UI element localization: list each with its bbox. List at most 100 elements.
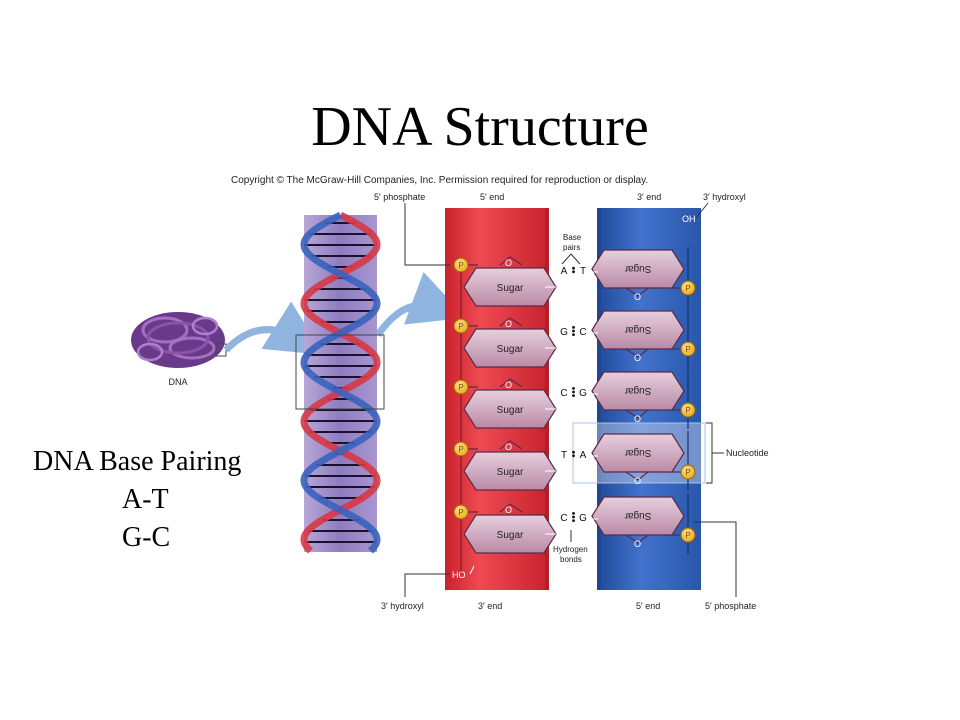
left-base-letter: C [560, 388, 567, 399]
hydrogen-bond-dot [572, 454, 575, 458]
right-sugar [591, 496, 685, 536]
phosphate-icon [680, 341, 696, 357]
hydrogen-bonds-label-2: bonds [560, 555, 582, 564]
sugar-label-flipped: Sugar [624, 324, 651, 335]
phosphate-icon [453, 441, 469, 457]
right-sugar [591, 310, 685, 350]
right-top-end-label: 3′ end [637, 192, 661, 202]
nucleotide-bracket [706, 422, 724, 484]
right-base-letter: G [579, 513, 587, 524]
copyright-notice: Copyright © The McGraw-Hill Companies, I… [231, 175, 649, 186]
right-bottom-phosphate-label: 5′ phosphate [705, 601, 756, 611]
phosphate-label: P [458, 322, 463, 331]
hydrogen-bond-dot [572, 515, 575, 519]
oxygen-label: O [505, 442, 512, 452]
right-bottom-end-label: 5′ end [636, 601, 660, 611]
sugar-label-flipped: Sugar [624, 385, 651, 396]
hydrogen-bond-dot [572, 333, 575, 336]
phosphate-icon [680, 280, 696, 296]
base-pairs-label-2: pairs [563, 243, 580, 252]
left-base-letter: C [560, 513, 567, 524]
phosphate-label: P [685, 468, 690, 477]
phosphate-label: P [458, 383, 463, 392]
hydrogen-bond-dot [572, 387, 575, 390]
oxygen-label: O [634, 414, 641, 424]
base-pairs-label-1: Base [563, 233, 582, 242]
sugar-label-flipped: Sugar [624, 263, 651, 274]
phosphate-label: P [685, 345, 690, 354]
base-pair-gc: G-C [122, 522, 171, 553]
hydrogen-bond-dot [572, 270, 575, 274]
phosphate-icon [680, 527, 696, 543]
phosphate-label: P [458, 261, 463, 270]
sugar-label: Sugar [497, 405, 524, 416]
right-sugar [591, 433, 685, 473]
sugar-label: Sugar [497, 283, 524, 294]
hydrogen-bond-dot [572, 394, 575, 397]
nucleotide-label: Nucleotide [726, 448, 769, 458]
right-base-letter: G [579, 388, 587, 399]
phosphate-label: P [685, 406, 690, 415]
right-sugar [591, 371, 685, 411]
hydrogen-bonds-label-1: Hydrogen [553, 545, 588, 554]
hydrogen-bond-dot [572, 519, 575, 522]
phosphate-label: P [685, 531, 690, 540]
oxygen-label: O [505, 380, 512, 390]
left-base-letter: A [561, 266, 568, 277]
hydrogen-bond-dot [572, 390, 575, 394]
right-base-letter: C [579, 327, 586, 338]
phosphate-label: P [458, 445, 463, 454]
oxygen-label: O [505, 319, 512, 329]
hydrogen-bond-dot [572, 329, 575, 333]
hydrogen-bond-dot [572, 512, 575, 515]
sugar-label: Sugar [497, 344, 524, 355]
zoom-arrow-1 [223, 301, 324, 355]
slide-title: DNA Structure [311, 96, 649, 158]
oxygen-label: O [634, 539, 641, 549]
zoom-arrow-2 [375, 272, 467, 338]
oxygen-label: O [634, 476, 641, 486]
sugar-label-flipped: Sugar [624, 447, 651, 458]
phosphate-icon [453, 257, 469, 273]
phosphate-icon [453, 504, 469, 520]
left-bottom-hydroxyl-label: 3′ hydroxyl [381, 601, 424, 611]
ho-label: HO [452, 570, 466, 580]
dna-coil-illustration [131, 312, 227, 368]
left-base-letter: T [561, 450, 567, 461]
phosphate-icon [680, 464, 696, 480]
right-base-letter: T [580, 266, 586, 277]
oxygen-label: O [634, 353, 641, 363]
left-top-end-label: 5′ end [480, 192, 504, 202]
sugar-label: Sugar [497, 467, 524, 478]
phosphate-icon [453, 318, 469, 334]
sugar-label-flipped: Sugar [624, 510, 651, 521]
left-top-phosphate-label: 5′ phosphate [374, 192, 425, 202]
hydrogen-bond-dot [572, 450, 575, 454]
left-bottom-end-label: 3′ end [478, 601, 502, 611]
phosphate-label: P [685, 284, 690, 293]
right-sugar [591, 249, 685, 289]
oxygen-label: O [505, 505, 512, 515]
base-pair-at: A-T [122, 484, 169, 515]
dna-label: DNA [168, 377, 187, 387]
sugar-label: Sugar [497, 530, 524, 541]
right-base-letter: A [580, 450, 587, 461]
oxygen-label: O [505, 258, 512, 268]
oh-label: OH [682, 214, 696, 224]
base-pairing-heading: DNA Base Pairing [33, 446, 242, 477]
phosphate-label: P [458, 508, 463, 517]
double-helix-illustration [295, 211, 385, 554]
phosphate-icon [453, 379, 469, 395]
hydrogen-bond-dot [572, 326, 575, 329]
hydrogen-bond-dot [572, 266, 575, 270]
phosphate-icon [680, 402, 696, 418]
left-base-letter: G [560, 327, 568, 338]
oxygen-label: O [634, 292, 641, 302]
